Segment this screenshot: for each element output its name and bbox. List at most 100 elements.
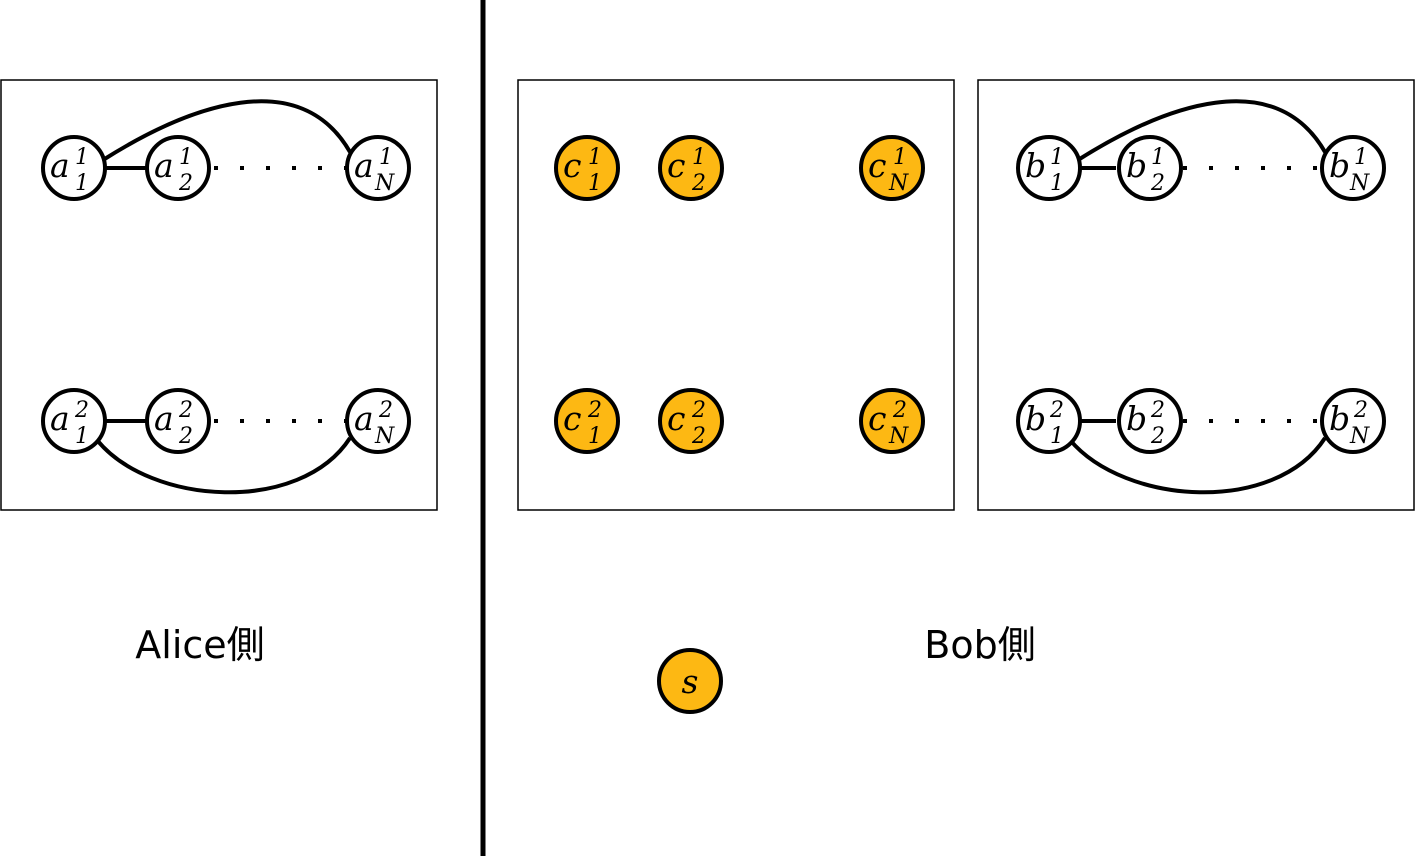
node-circle	[554, 135, 620, 201]
node-circle	[345, 135, 411, 201]
node-subscript: 2	[691, 424, 706, 449]
node-circle	[1016, 388, 1082, 454]
node-superscript: 1	[1050, 145, 1064, 170]
node-subscript: 2	[691, 171, 706, 196]
node-letter: a	[154, 399, 174, 438]
node-circle	[345, 388, 411, 454]
node-circle	[1320, 135, 1386, 201]
node-subscript: 1	[75, 171, 89, 196]
node-circle	[145, 135, 211, 201]
node-letter: c	[868, 399, 886, 438]
node-letter: b	[1329, 399, 1350, 438]
node-subscript: N	[374, 424, 395, 449]
node-circle	[1016, 135, 1082, 201]
node-superscript: 1	[893, 145, 907, 170]
node-subscript: N	[1349, 424, 1370, 449]
node-superscript: 2	[378, 398, 393, 423]
node-circle	[145, 388, 211, 454]
node-subscript: 1	[75, 424, 89, 449]
node-superscript: 2	[178, 398, 193, 423]
node-circle	[658, 135, 724, 201]
node-subscript: 1	[588, 424, 602, 449]
node-circle	[41, 388, 107, 454]
alice-arc-1	[101, 99, 352, 162]
node-circle	[859, 388, 925, 454]
alice-side-label: Alice側	[135, 623, 264, 667]
node-superscript: 1	[1151, 145, 1165, 170]
node-superscript: 2	[691, 398, 706, 423]
node-superscript: 1	[588, 145, 602, 170]
node-circle	[41, 135, 107, 201]
alice-edges	[95, 99, 352, 495]
node-superscript: 1	[75, 145, 89, 170]
bob-side-label: Bob側	[924, 623, 1035, 667]
node-circle	[1117, 135, 1183, 201]
node-subscript: 1	[588, 171, 602, 196]
bob-arc-1	[1076, 99, 1327, 162]
node-letter: c	[563, 146, 581, 185]
node-letter: c	[667, 399, 685, 438]
bob-arc-2	[1068, 436, 1327, 495]
node-subscript: 2	[178, 171, 193, 196]
node-circle	[1117, 388, 1183, 454]
node-letter: b	[1025, 399, 1046, 438]
node-circle	[554, 388, 620, 454]
node-letter: a	[354, 399, 374, 438]
node-letter: b	[1126, 399, 1147, 438]
node-subscript: N	[888, 171, 909, 196]
node-letter: a	[154, 146, 174, 185]
bob-edges	[1068, 99, 1327, 495]
node-subscript: 2	[178, 424, 193, 449]
node-superscript: 2	[892, 398, 907, 423]
node-subscript: N	[888, 424, 909, 449]
node-superscript: 1	[179, 145, 193, 170]
node-subscript: 1	[1050, 424, 1064, 449]
node-superscript: 2	[587, 398, 602, 423]
node-circle	[859, 135, 925, 201]
node-letter: c	[868, 146, 886, 185]
node-letter: a	[50, 399, 70, 438]
node-letter: b	[1329, 146, 1350, 185]
node-letter: c	[667, 146, 685, 185]
node-circle	[658, 388, 724, 454]
node-superscript: 2	[1049, 398, 1064, 423]
node-circle	[1320, 388, 1386, 454]
node-subscript: N	[374, 171, 395, 196]
node-s-label: s	[682, 662, 699, 701]
node-subscript: 2	[1150, 424, 1165, 449]
node-superscript: 1	[692, 145, 706, 170]
alice-arc-2	[95, 436, 352, 495]
node-subscript: N	[1349, 171, 1370, 196]
node-s: s	[657, 648, 723, 714]
node-superscript: 1	[379, 145, 393, 170]
node-subscript: 2	[1150, 171, 1165, 196]
node-letter: a	[50, 146, 70, 185]
node-superscript: 2	[74, 398, 89, 423]
node-subscript: 1	[1050, 171, 1064, 196]
node-letter: c	[563, 399, 581, 438]
node-letter: a	[354, 146, 374, 185]
node-superscript: 2	[1353, 398, 1368, 423]
node-letter: b	[1126, 146, 1147, 185]
